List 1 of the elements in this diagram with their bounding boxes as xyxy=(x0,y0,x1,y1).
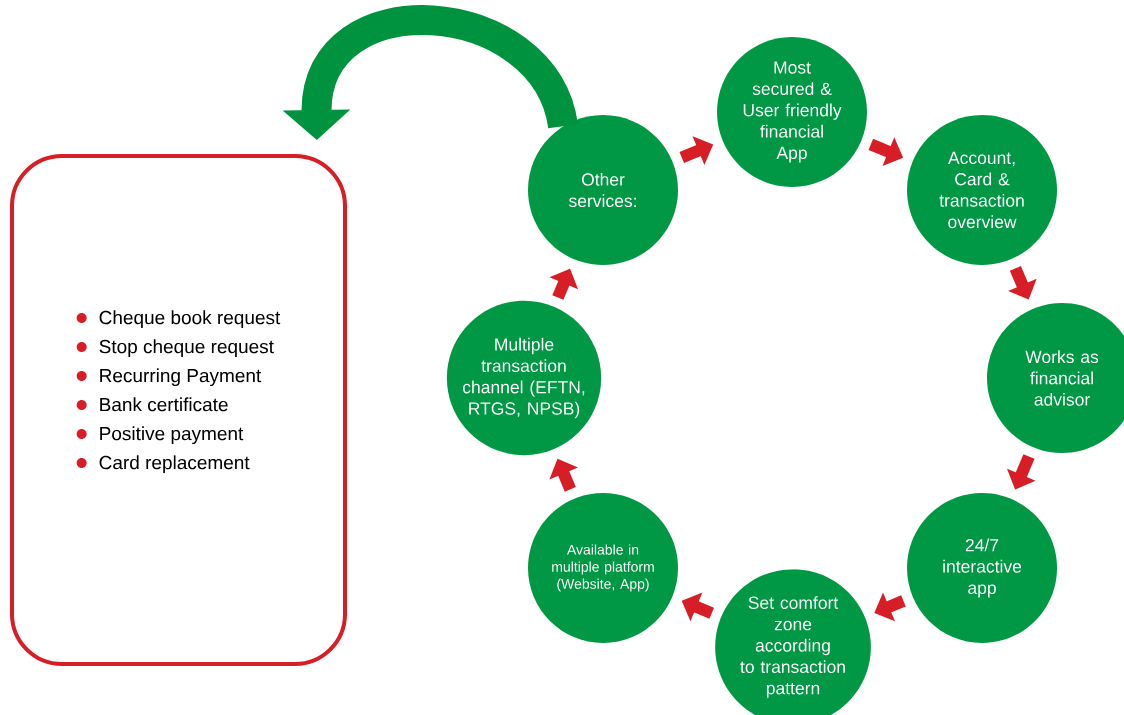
bullet-list-box: Cheque book request Stop cheque request Recurring Payment Bank certificate Positive payment Card replacement xyxy=(10,154,347,666)
